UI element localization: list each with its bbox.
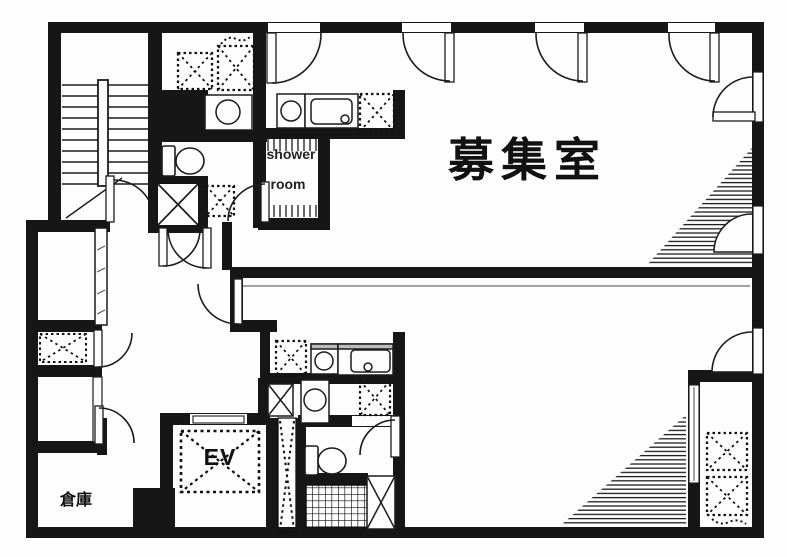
corner-hatch-lower: [560, 415, 686, 526]
door-swing: [105, 175, 155, 223]
door-swing: [94, 405, 135, 445]
door-swing: [158, 227, 201, 267]
pipe-shaft-icon: [705, 431, 749, 525]
pipe-shaft-icon: [274, 339, 308, 377]
door-swing: [227, 181, 270, 223]
elevator-door: [192, 415, 245, 424]
duct-strip: [277, 417, 297, 533]
pipe-shaft-icon: [39, 333, 87, 363]
door-swing: [535, 32, 588, 83]
toilet-icon: [161, 145, 205, 177]
toilet-icon: [304, 445, 347, 476]
room-label-shower-line1: shower: [266, 146, 316, 162]
room-label-main: 募集室: [448, 134, 607, 186]
door-swings: [93, 32, 756, 458]
door-swing: [711, 331, 753, 373]
door-swing: [402, 32, 455, 83]
floor-grating: [305, 484, 369, 529]
kitchen-counter-upper: [276, 93, 359, 129]
room-label-shower-line2: room: [270, 176, 306, 192]
door-swing: [93, 329, 133, 368]
pipe-shaft-icon: [358, 379, 392, 417]
shaft-x-room: [157, 183, 199, 226]
pipe-shaft-icon: [176, 35, 256, 92]
pipe-shaft-icon: [358, 92, 396, 133]
stair-rail: [97, 79, 109, 187]
shaft-x-box: [366, 475, 396, 530]
washer-icon: [300, 379, 330, 424]
kitchen-counter-lower: [310, 343, 394, 376]
door-swing: [712, 76, 756, 122]
door-swing: [359, 415, 401, 458]
door-swing: [266, 32, 322, 84]
door-swing: [167, 227, 212, 269]
shaft-x-box: [267, 383, 294, 417]
door-swing: [197, 278, 243, 325]
sliding-partition: [94, 227, 108, 326]
elevator-label: EV: [203, 444, 237, 470]
door-swing: [713, 213, 753, 253]
door-swing: [668, 32, 720, 83]
elevator-shaft: [179, 429, 261, 494]
pipe-shaft-icon: [204, 184, 236, 218]
washer-icon: [204, 94, 253, 131]
room-label-storage: 倉庫: [60, 492, 93, 509]
walls: [26, 22, 764, 538]
